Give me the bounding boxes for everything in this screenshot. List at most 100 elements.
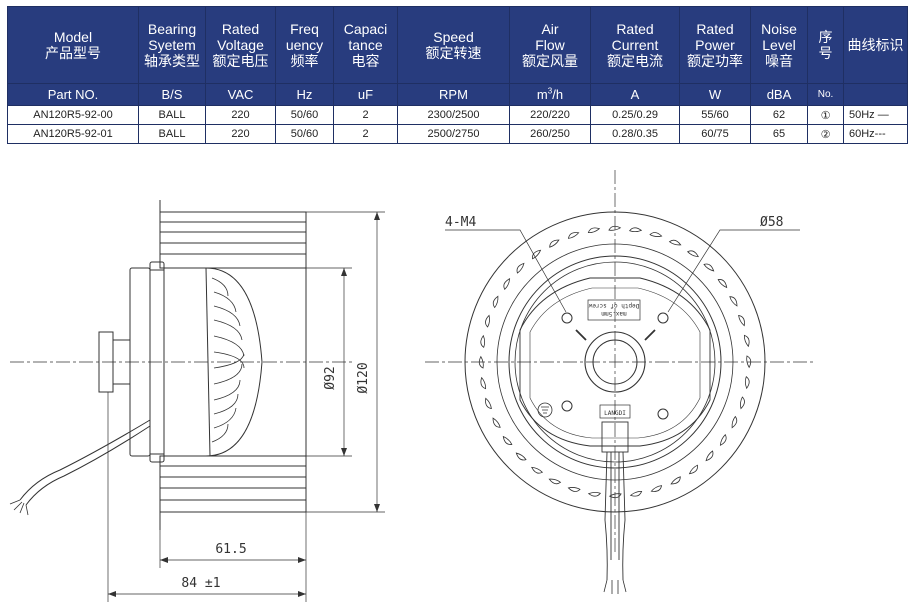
impeller-slot	[738, 314, 745, 327]
header-model-en: Model	[53, 29, 93, 45]
header-power-cn: 额定功率	[687, 53, 743, 69]
screw-depth-line1: Depth of screw	[588, 302, 639, 309]
table-cell: 260/250	[509, 124, 591, 144]
table-cell: 65	[750, 124, 808, 144]
impeller-slot	[746, 355, 752, 369]
header-seq-cn: 序 号	[818, 29, 833, 61]
header-model-cn: 产品型号	[45, 45, 101, 61]
impeller-slot	[719, 433, 727, 446]
impeller-slot	[480, 376, 487, 390]
header-freq-en: uency	[285, 37, 324, 53]
header-freq-cn: 频率	[290, 53, 319, 69]
header-speed-en: Speed	[433, 29, 474, 45]
impeller-slot	[587, 227, 601, 234]
impeller-slot	[478, 355, 484, 369]
impeller-slot	[531, 466, 544, 474]
impeller-slot	[670, 476, 681, 485]
unit-cell: Hz	[275, 83, 334, 106]
impeller-slot	[686, 250, 699, 258]
table-cell: BALL	[138, 124, 206, 144]
impeller-slot	[485, 314, 490, 328]
dim-61-5-label: 61.5	[215, 542, 246, 557]
impeller-slot	[740, 396, 745, 410]
header-cap-cn: 电容	[351, 53, 380, 69]
header-flow-cn: 额定风量	[522, 53, 578, 69]
header-noise-en: Level	[762, 37, 796, 53]
front-view	[425, 170, 815, 594]
impeller-slot	[629, 227, 643, 233]
brand-label: LANGDI	[604, 410, 626, 417]
impeller-slot	[480, 334, 486, 348]
unit-cell: uF	[333, 83, 398, 106]
table-cell: 2	[333, 124, 398, 144]
impeller-slot	[548, 478, 562, 485]
table-cell: 220	[205, 124, 276, 144]
label-4m4: 4-M4	[445, 215, 476, 230]
impeller-slot	[649, 232, 663, 237]
impeller-slot	[703, 263, 715, 272]
header-voltage-en: Voltage	[217, 37, 264, 53]
header-freq-en: Freq	[290, 21, 319, 37]
dim-92-label: Ø92	[323, 366, 338, 389]
impeller-slot	[717, 279, 728, 289]
header-flow-en: Air	[541, 21, 559, 37]
header-current-en: Current	[611, 37, 659, 53]
header-cap-en: Capaci	[343, 21, 388, 37]
dim-120-label: Ø120	[356, 362, 371, 393]
table-cell: 55/60	[679, 105, 751, 125]
header-power-en: Power	[695, 37, 735, 53]
header-bearing-cn: 轴承类型	[144, 53, 200, 69]
impeller-slot	[567, 487, 581, 492]
table-cell: 60Hz---	[843, 124, 908, 144]
impeller-slot	[688, 464, 698, 475]
dim-84-label: 84 ±1	[181, 576, 220, 591]
header-bearing-en: Syetem	[148, 37, 196, 53]
header-current-en: Rated	[616, 21, 654, 37]
impeller-slot	[705, 450, 714, 462]
unit-cell: No.	[807, 83, 844, 106]
table-cell: 62	[750, 105, 808, 125]
header-bearing-en: Bearing	[147, 21, 197, 37]
header-noise-en: Noise	[761, 21, 797, 37]
header-noise-cn: 噪音	[765, 53, 793, 69]
table-cell: ②	[807, 124, 844, 144]
table-cell: 50Hz —	[843, 105, 908, 125]
table-cell: 0.28/0.35	[590, 124, 680, 144]
impeller-slot	[743, 334, 750, 348]
table-cell: AN120R5-92-01	[7, 124, 139, 144]
header-power-en: Rated	[696, 21, 734, 37]
impeller-slot	[587, 491, 601, 497]
impeller-slot	[744, 376, 750, 390]
impeller-slot	[668, 239, 682, 246]
header-flow-en: Flow	[535, 37, 565, 53]
impeller-slot	[608, 225, 622, 231]
unit-cell: VAC	[205, 83, 276, 106]
screw-depth-line2: max.5mm	[601, 310, 627, 317]
table-cell: 50/60	[275, 105, 334, 125]
header-speed-cn: 额定转速	[425, 45, 482, 61]
impeller-slot	[485, 397, 492, 410]
impeller-slot	[650, 485, 663, 492]
impeller-slot	[492, 417, 501, 428]
impeller-slot	[731, 415, 738, 429]
header-voltage-en: Rated	[221, 21, 260, 37]
impeller-slot	[567, 232, 580, 239]
impeller-slot	[502, 435, 513, 445]
header-cap-en: tance	[348, 37, 383, 53]
header-curve-cn: 曲线标识	[847, 37, 904, 53]
table-cell: 2	[333, 105, 398, 125]
label-58: Ø58	[760, 215, 783, 230]
unit-cell	[843, 83, 908, 106]
impeller-slot	[549, 239, 560, 248]
